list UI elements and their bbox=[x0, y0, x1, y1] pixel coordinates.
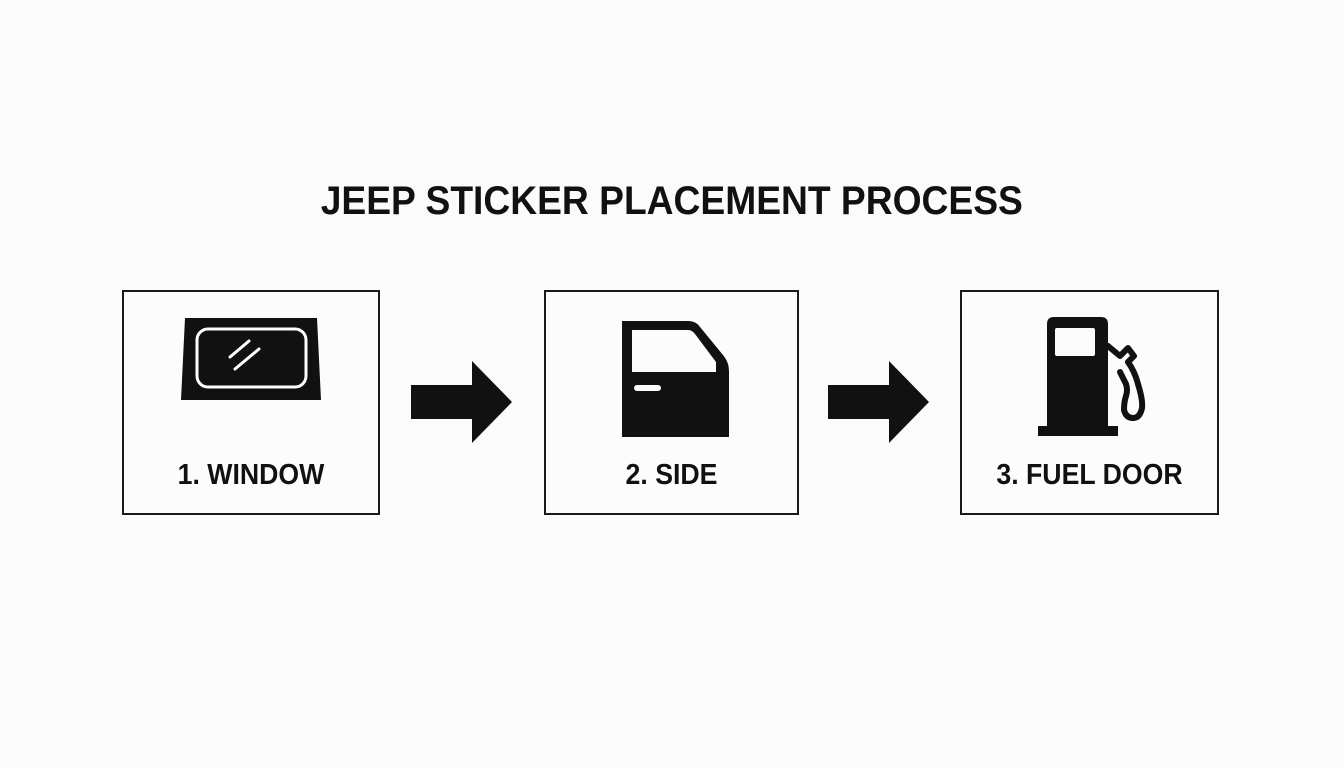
step-label-side: 2. SIDE bbox=[625, 459, 718, 491]
car-door-icon bbox=[621, 321, 729, 437]
windshield-icon bbox=[181, 318, 321, 400]
step-box-side: 2. SIDE bbox=[544, 290, 799, 515]
fuel-pump-icon bbox=[1037, 317, 1145, 436]
arrow-right-icon bbox=[411, 361, 512, 443]
arrow-right-icon bbox=[828, 361, 929, 443]
step-label-fuel-door: 3. FUEL DOOR bbox=[996, 459, 1183, 491]
diagram-title: JEEP STICKER PLACEMENT PROCESS bbox=[320, 179, 1023, 223]
step-box-window: 1. WINDOW bbox=[122, 290, 380, 515]
step-label-window: 1. WINDOW bbox=[177, 459, 325, 491]
step-box-fuel-door: 3. FUEL DOOR bbox=[960, 290, 1219, 515]
